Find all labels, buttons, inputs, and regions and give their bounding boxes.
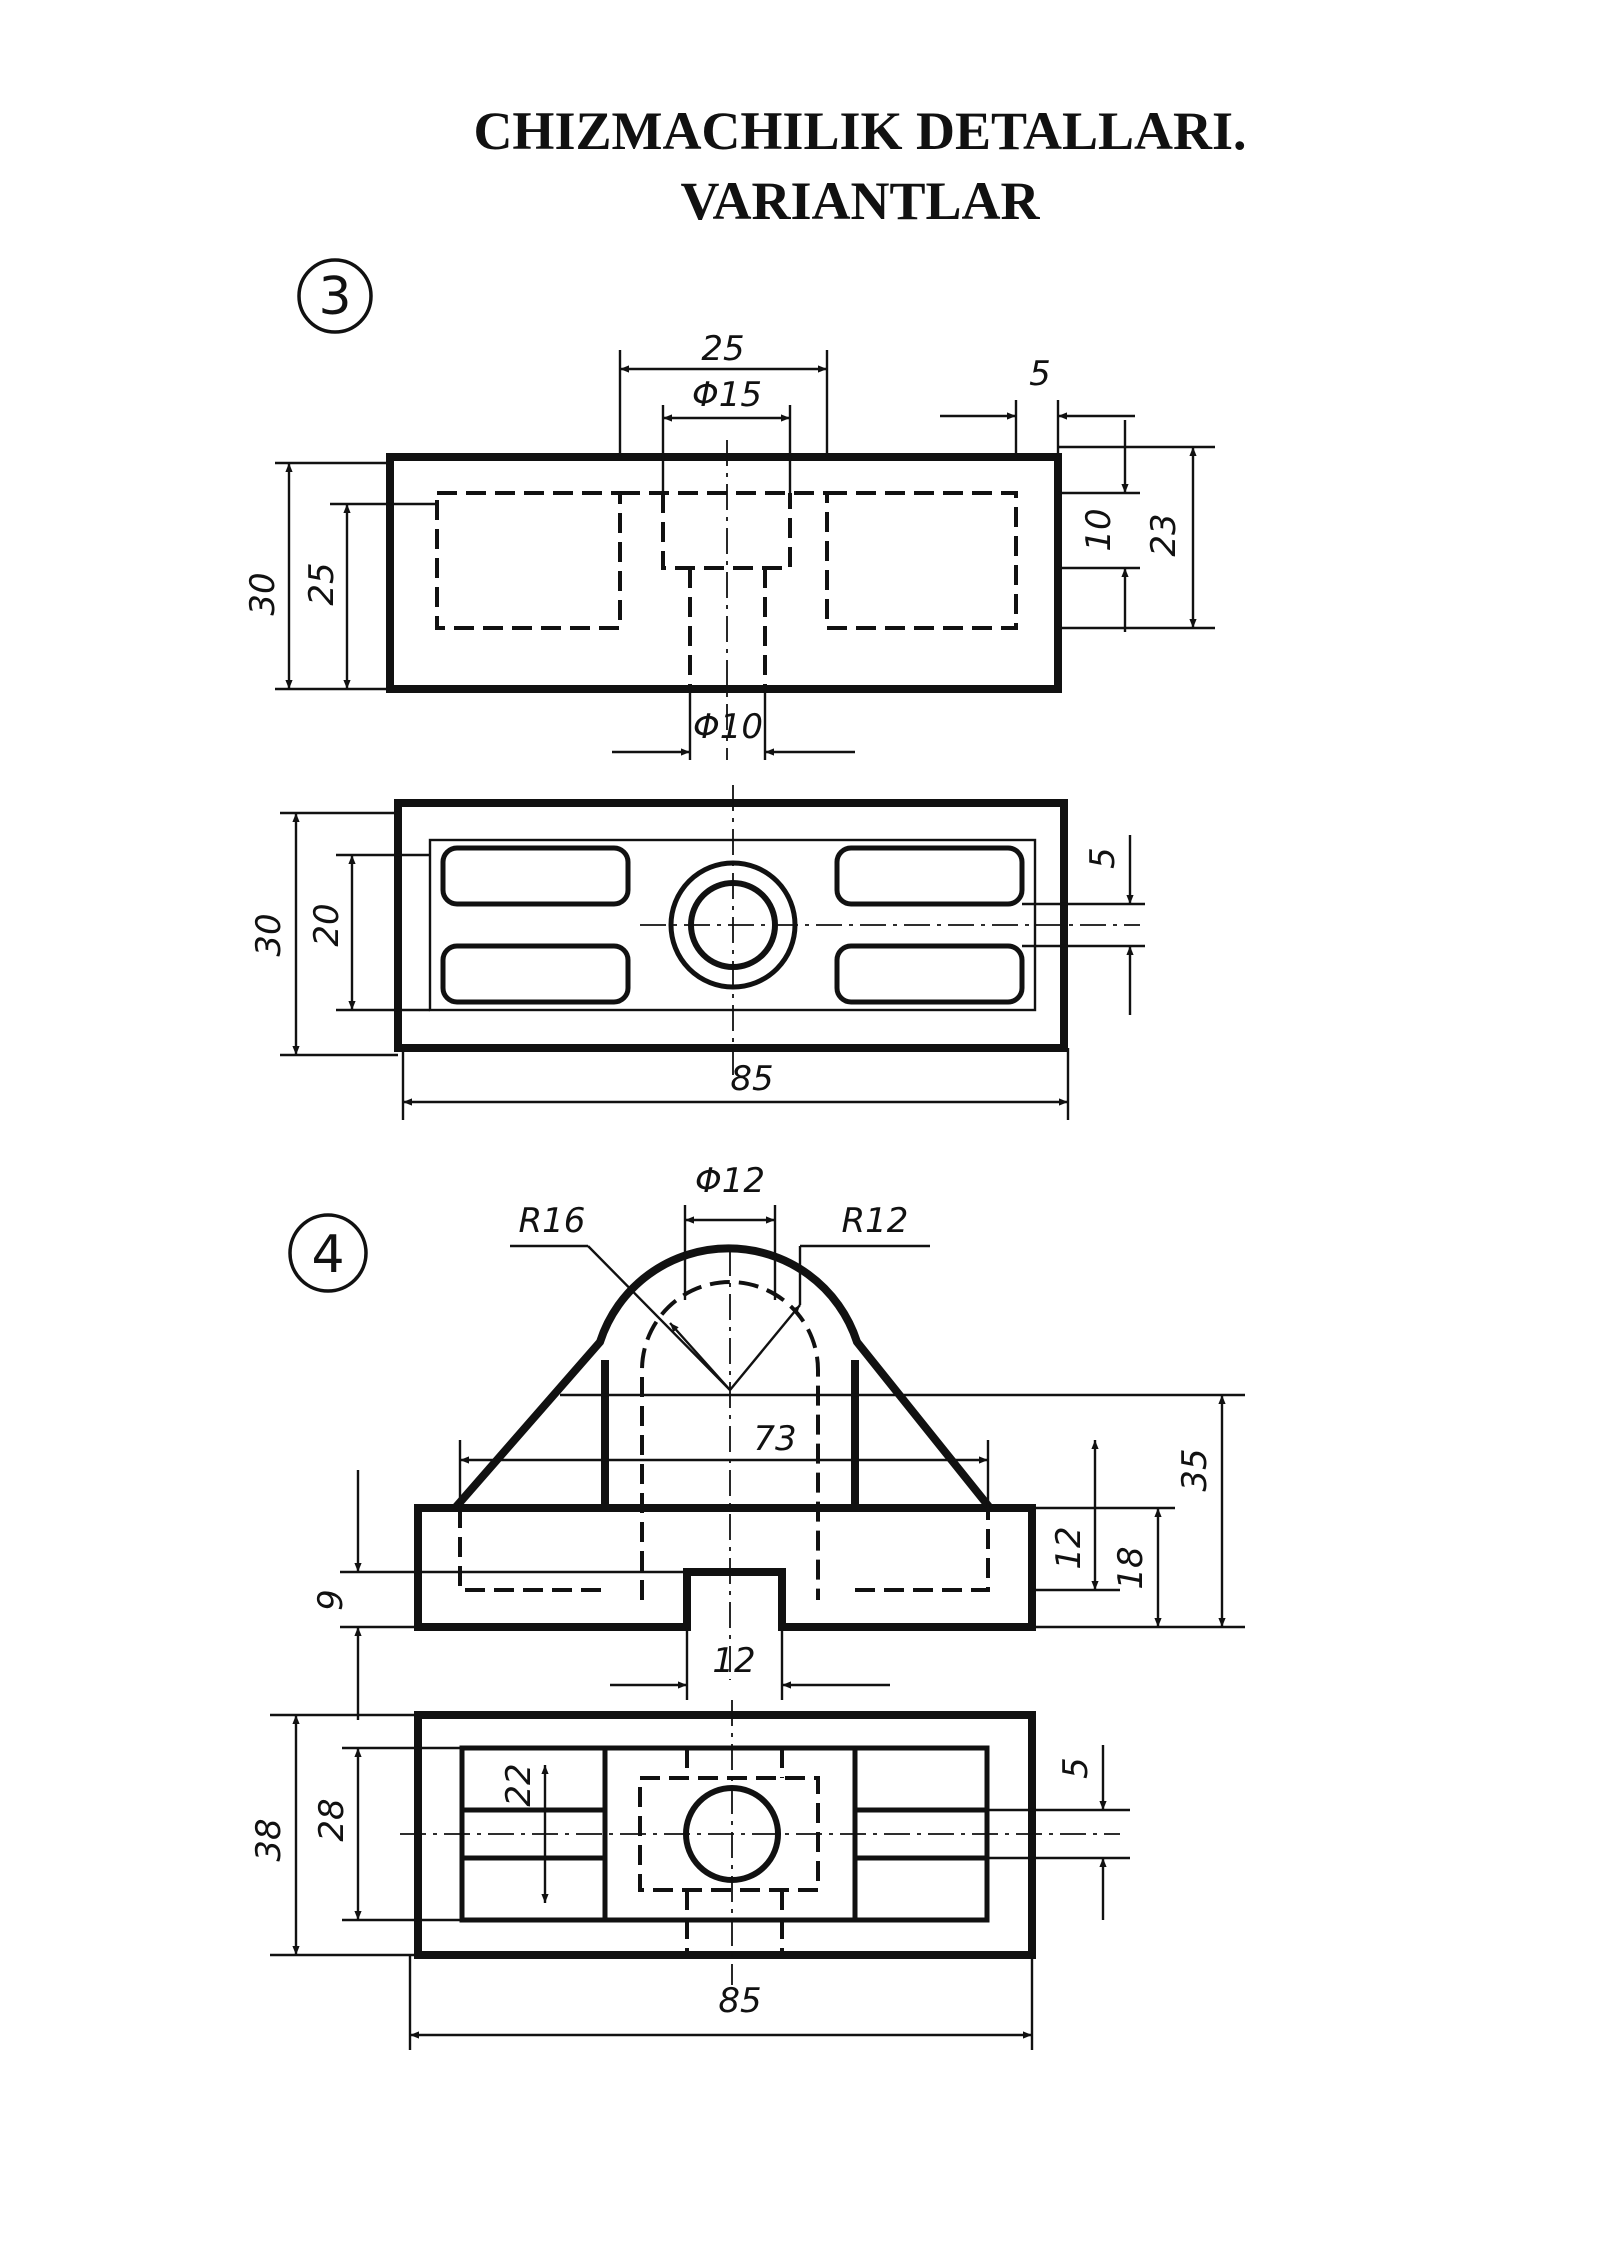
dim-label-25-left: 25 bbox=[302, 562, 342, 605]
dim-label-30-top: 30 bbox=[249, 913, 289, 956]
variant-4-front-view: R16 R12 Φ12 73 35 18 12 bbox=[311, 1161, 1245, 1720]
dim-label-phi10: Φ10 bbox=[693, 707, 763, 747]
title-line-1: CHIZMACHILIK DETALLARI. bbox=[473, 101, 1247, 161]
dim-label-38: 38 bbox=[249, 1818, 289, 1861]
variant-3-top-view: 30 20 5 85 bbox=[249, 785, 1145, 1120]
hidden-slot-outline bbox=[638, 1776, 820, 1892]
dim-label-73: 73 bbox=[753, 1419, 796, 1459]
dim-label-phi12: Φ12 bbox=[695, 1161, 765, 1201]
radius-arrow-r16 bbox=[669, 1322, 731, 1391]
variant-4-number: 4 bbox=[311, 1225, 344, 1285]
rib-slot bbox=[834, 943, 1025, 1005]
dim-label-10: 10 bbox=[1079, 508, 1119, 551]
hidden-bore-12 bbox=[640, 1280, 820, 1600]
variant-3-number-circle bbox=[297, 258, 373, 334]
dim-label-30: 30 bbox=[243, 572, 283, 615]
boss-outline bbox=[451, 1244, 994, 1511]
hidden-pocket-right bbox=[855, 1508, 990, 1592]
dim-label-12-base: 12 bbox=[1049, 1526, 1089, 1569]
dim-label-28: 28 bbox=[312, 1798, 352, 1841]
dim-label-22: 22 bbox=[499, 1763, 539, 1806]
radius-line-r16 bbox=[587, 1245, 731, 1391]
dim-label-85: 85 bbox=[730, 1059, 773, 1099]
dim-label-20: 20 bbox=[307, 903, 347, 946]
dim-label-5: 5 bbox=[1029, 354, 1051, 394]
dim-label-18: 18 bbox=[1111, 1546, 1151, 1589]
dim-label-23: 23 bbox=[1144, 513, 1184, 556]
front-body-outline bbox=[386, 453, 1062, 693]
title-line-2: VARIANTLAR bbox=[680, 171, 1040, 231]
hidden-hole-10 bbox=[688, 568, 767, 689]
rib-slot bbox=[440, 943, 631, 1005]
dim-label-85: 85 bbox=[718, 1981, 761, 2021]
page-title: CHIZMACHILIK DETALLARI. VARIANTLAR bbox=[0, 96, 1600, 236]
hidden-pocket-left bbox=[458, 1508, 605, 1592]
top-body-outline bbox=[414, 1711, 1036, 1959]
radius-line-r12 bbox=[729, 1304, 801, 1391]
hidden-pocket-right bbox=[825, 491, 1018, 630]
base-outline bbox=[414, 1504, 1036, 1631]
rib-slot bbox=[834, 845, 1025, 907]
dim-label-35: 35 bbox=[1175, 1448, 1215, 1491]
hidden-slot-lines bbox=[685, 1748, 784, 1955]
rib-slot bbox=[440, 845, 631, 907]
dim-label-r16: R16 bbox=[519, 1201, 586, 1241]
hidden-bore-15 bbox=[661, 493, 792, 570]
dim-label-5-rib: 5 bbox=[1056, 1757, 1096, 1779]
variant-3: 3 25 Φ15 5 bbox=[243, 258, 1215, 1120]
variant-4-number-circle bbox=[288, 1213, 368, 1293]
dim-label-12-slot: 12 bbox=[712, 1641, 755, 1681]
dim-label-5-rib: 5 bbox=[1083, 847, 1123, 869]
dim-label-9: 9 bbox=[311, 1589, 351, 1611]
variant-3-number: 3 bbox=[318, 267, 351, 327]
dim-label-25: 25 bbox=[701, 329, 744, 369]
variant-3-front-view: 25 Φ15 5 10 23 bbox=[243, 329, 1215, 760]
top-body-outline bbox=[394, 799, 1068, 1052]
variant-4: 4 R16 R12 Φ12 bbox=[249, 1161, 1245, 2050]
dim-label-phi15: Φ15 bbox=[692, 375, 762, 415]
variant-4-top-view: 38 28 22 5 85 bbox=[249, 1700, 1130, 2050]
dim-label-r12: R12 bbox=[842, 1201, 909, 1241]
hidden-pocket-left bbox=[435, 491, 622, 630]
